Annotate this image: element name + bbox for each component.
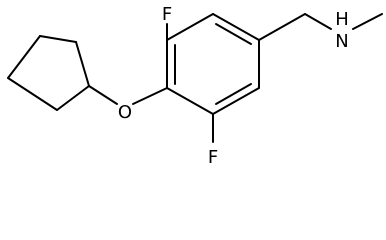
- bond-ring-5: [7, 35, 41, 79]
- bond-benzene-double-3: [215, 83, 252, 105]
- bond-ring-1: [39, 35, 77, 43]
- fluorine-bottom-label: F: [208, 147, 218, 168]
- bond-ring-methylene: [258, 13, 306, 41]
- bond-benzene-2: [166, 13, 214, 41]
- bond-benzene-3: [212, 13, 260, 41]
- nitrogen-label: N: [335, 31, 348, 52]
- bond-benzene-6: [166, 87, 214, 115]
- bond-nitrogen-methyl: [352, 13, 383, 30]
- bond-ring-3: [56, 85, 90, 111]
- benzene-ring: [166, 13, 260, 115]
- bond-benzene-5: [212, 87, 260, 115]
- bond-cyclopentyl-oxygen: [88, 85, 118, 105]
- nitrogen-hydrogen-label: H: [335, 9, 349, 30]
- bond-methylene-nitrogen: [304, 13, 332, 30]
- structure-diagram: F F O H N: [7, 4, 383, 168]
- fluorine-top-label: F: [162, 4, 172, 25]
- bond-oxygen-ring: [132, 87, 168, 105]
- bond-benzene-double-2: [215, 23, 252, 45]
- oxygen-label: O: [118, 102, 132, 123]
- bond-ring-4: [7, 77, 58, 111]
- molecule-svg: F F O H N: [7, 4, 383, 168]
- cyclopentyl-ring: [7, 35, 90, 111]
- bond-ring-2: [75, 41, 90, 87]
